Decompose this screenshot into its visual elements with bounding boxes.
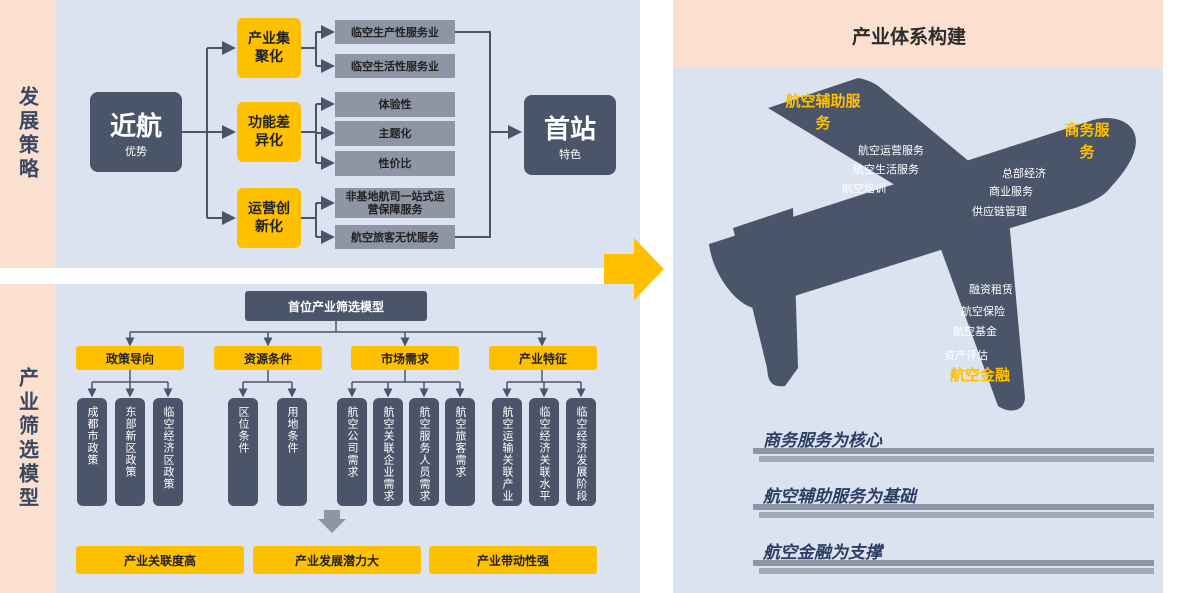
criteria-column: 航空公司需求 <box>337 398 367 506</box>
category-box: 政策导向 <box>76 346 184 370</box>
criteria-column: 用地条件 <box>277 398 307 506</box>
system-header <box>673 0 1163 68</box>
slogan-bar <box>753 560 1154 566</box>
branch-item: 性价比 <box>335 151 455 176</box>
strategy-connectors <box>182 25 522 244</box>
finance-item: 航空基金 <box>953 325 997 338</box>
airplane-icon <box>709 78 1136 411</box>
branch-box: 运营创新化 <box>237 188 301 248</box>
target-title: 首站 <box>543 114 596 145</box>
criteria-column: 航空旅客需求 <box>445 398 475 506</box>
finance-item: 资产评估 <box>944 349 988 362</box>
flow-arrow-icon <box>604 238 664 300</box>
criteria-text: 临空经济区政策 <box>162 406 175 490</box>
criteria-text: 东部新区政策 <box>124 406 137 478</box>
source-sub: 优势 <box>125 144 147 158</box>
business-item: 商业服务 <box>989 185 1033 198</box>
business-service-title: 商务服务 <box>1064 121 1110 161</box>
result-box: 产业带动性强 <box>429 546 597 574</box>
slogan-bar <box>753 448 1154 454</box>
aux-service-title: 航空辅助服务 <box>785 92 861 132</box>
screening-section-title: 产业筛选模型 <box>15 366 40 511</box>
branch-box: 产业集聚化 <box>237 18 301 78</box>
branch-item: 主题化 <box>335 121 455 146</box>
slogan-bar <box>759 568 1154 574</box>
branch-box: 功能差异化 <box>237 102 301 162</box>
criteria-text: 成都市政策 <box>86 406 99 466</box>
aux-item: 航空培训 <box>842 182 886 195</box>
category-box: 产业特征 <box>489 346 597 370</box>
source-advantage-box: 近航 优势 <box>90 92 182 172</box>
slogan-text: 商务服务为核心 <box>763 431 882 451</box>
finance-item: 融资租赁 <box>969 283 1013 296</box>
system-title: 产业体系构建 <box>851 26 966 48</box>
business-item: 供应链管理 <box>972 205 1027 218</box>
criteria-text: 临空经济关联水平 <box>538 406 551 502</box>
business-item: 总部经济 <box>1002 167 1046 180</box>
criteria-column: 成都市政策 <box>77 398 107 506</box>
branch-item: 航空旅客无忧服务 <box>335 225 455 249</box>
aux-item: 航空运营服务 <box>858 144 924 157</box>
result-box: 产业关联度高 <box>76 546 244 574</box>
strategy-section-title: 发展策略 <box>15 86 40 182</box>
finance-title: 航空金融 <box>950 366 1011 384</box>
criteria-column: 临空经济区政策 <box>153 398 183 506</box>
category-box: 资源条件 <box>214 346 322 370</box>
slogan-bar <box>759 512 1154 518</box>
criteria-text: 临空经济发展阶段 <box>575 406 588 502</box>
source-title: 近航 <box>109 111 162 142</box>
down-arrow-icon <box>318 519 346 533</box>
strategy-label-bg <box>0 0 56 268</box>
slogan-text: 航空金融为支撑 <box>763 543 882 563</box>
criteria-text: 用地条件 <box>286 406 299 454</box>
slogan-bar <box>753 504 1154 510</box>
branch-item: 非基地航司一站式运营保障服务 <box>335 188 455 218</box>
criteria-text: 区位条件 <box>237 406 250 454</box>
category-box: 市场需求 <box>351 346 459 370</box>
criteria-column: 区位条件 <box>228 398 258 506</box>
screening-top-box: 首位产业筛选模型 <box>245 291 427 321</box>
criteria-column: 临空经济关联水平 <box>529 398 559 506</box>
result-box: 产业发展潜力大 <box>253 546 421 574</box>
criteria-text: 航空公司需求 <box>346 406 359 478</box>
branch-item: 体验性 <box>335 92 455 117</box>
criteria-text: 航空旅客需求 <box>454 406 467 478</box>
branch-item: 临空生产性服务业 <box>335 20 455 44</box>
criteria-column: 航空运输关联产业 <box>492 398 522 506</box>
criteria-column: 航空服务人员需求 <box>409 398 439 506</box>
criteria-text: 航空关联企业需求 <box>382 406 395 502</box>
screening-connectors <box>87 321 586 533</box>
finance-item: 航空保险 <box>961 305 1005 318</box>
criteria-column: 航空关联企业需求 <box>373 398 403 506</box>
criteria-text: 航空运输关联产业 <box>501 406 514 502</box>
aux-item: 航空生活服务 <box>853 163 919 176</box>
criteria-column: 临空经济发展阶段 <box>566 398 596 506</box>
target-sub: 特色 <box>559 147 581 161</box>
criteria-column: 东部新区政策 <box>115 398 145 506</box>
target-feature-box: 首站 特色 <box>524 95 616 175</box>
criteria-text: 航空服务人员需求 <box>418 406 431 502</box>
branch-item: 临空生活性服务业 <box>335 54 455 78</box>
slogan-bar <box>759 456 1154 462</box>
screening-label-bg <box>0 284 56 593</box>
slogan-text: 航空辅助服务为基础 <box>763 487 916 507</box>
